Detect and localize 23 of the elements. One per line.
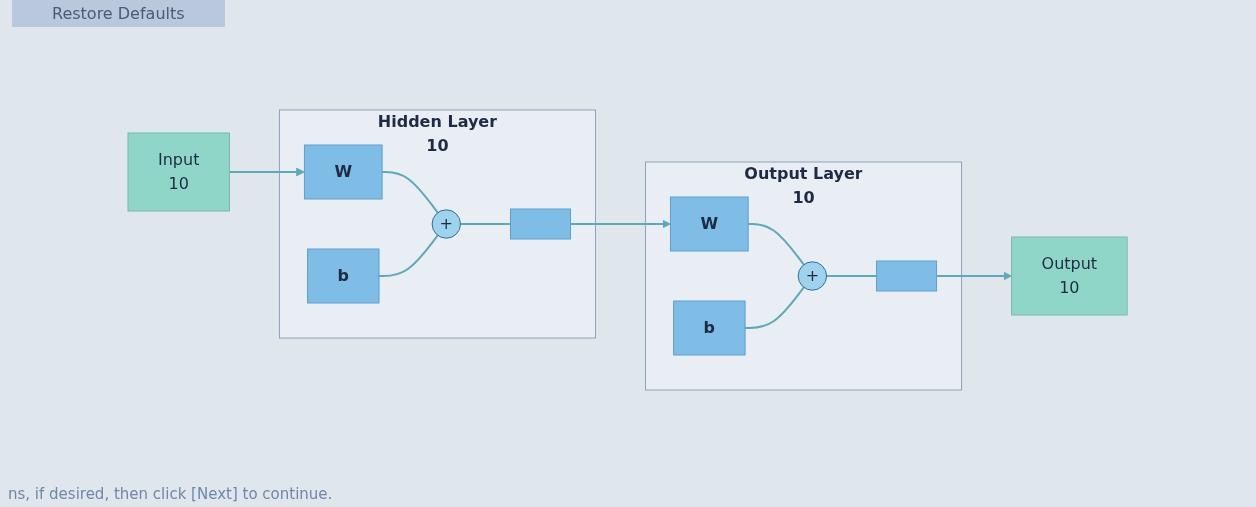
connector — [744, 286, 806, 329]
node-box — [876, 260, 938, 292]
node-box — [510, 208, 572, 240]
node-circle: + — [798, 261, 828, 291]
node-label: 10 — [426, 136, 450, 155]
instruction-text: ns, if desired, then click [Next] to continue. — [8, 485, 333, 503]
connector — [378, 234, 440, 277]
arrow — [569, 219, 672, 229]
connector — [747, 223, 806, 266]
connector — [381, 171, 440, 214]
node-box: Output 10 — [1011, 236, 1129, 316]
node-box: b — [673, 300, 746, 356]
node-box: Input 10 — [127, 132, 231, 212]
node-circle: + — [432, 209, 462, 239]
arrow — [936, 271, 1013, 281]
node-box: b — [307, 248, 380, 304]
connector — [826, 275, 878, 277]
node-box: W — [304, 144, 383, 200]
connector — [459, 223, 512, 225]
node-box: W — [670, 196, 750, 252]
restore-defaults-button: Restore Defaults — [12, 0, 225, 27]
node-label: 10 — [792, 188, 816, 207]
arrow — [228, 167, 306, 177]
